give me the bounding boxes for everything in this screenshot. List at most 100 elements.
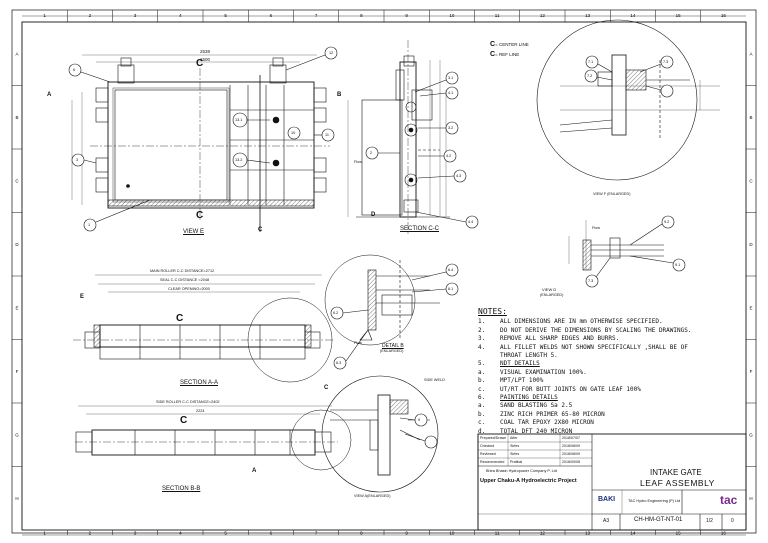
view-a-drawing xyxy=(321,375,439,493)
border-number: 6 xyxy=(270,13,273,18)
note-number: b. xyxy=(478,377,486,385)
border-number: 16 xyxy=(721,13,727,18)
border-number: 7 xyxy=(315,13,318,18)
balloon-6-4: 6.4 xyxy=(448,268,454,272)
note-number: 6. xyxy=(478,394,486,402)
border-letter: E xyxy=(749,305,752,310)
border-number: 5 xyxy=(224,531,227,536)
note-text: VISUAL EXAMINATION 100%. xyxy=(500,368,587,376)
section-cc-drawing xyxy=(347,40,450,235)
section-bb-drawing xyxy=(75,405,352,471)
centerline-mark-e-bottom: C xyxy=(196,210,204,221)
notes-block: NOTES: 1.ALL DIMENSIONS ARE IN mm OTHERW… xyxy=(478,307,691,436)
note-item: 2. DO NOT DERIVE THE DIMENSIONS BY SCALIN… xyxy=(478,327,691,335)
border-number: 11 xyxy=(495,13,500,18)
owner-name: Bhira Bhasin Hydropower Company P. Ltd xyxy=(486,469,557,473)
border-letter: F xyxy=(16,369,19,374)
note-text: UT/RT FOR BUTT JOINTS ON GATE LEAF 100% xyxy=(500,385,641,393)
border-number: 5 xyxy=(224,13,227,18)
balloon-9-2: 9.2 xyxy=(664,220,670,224)
section-aa-drawing xyxy=(73,274,335,383)
note-text: PAINTING DETAILS xyxy=(500,394,558,402)
note-text: REMOVE ALL SHARP EDGES AND BURRS. xyxy=(500,335,620,343)
border-number: 12 xyxy=(540,531,546,536)
approval-k: Checked xyxy=(480,444,495,448)
balloon-1: 1 xyxy=(88,223,91,227)
border-letter: C xyxy=(749,178,753,183)
note-number: 2. xyxy=(478,326,486,334)
legend-ref-line: C= REF LINE xyxy=(490,51,520,58)
border-number: 4 xyxy=(179,531,182,536)
border-letter: A xyxy=(749,51,752,56)
centerline-mark-aa: C xyxy=(176,313,184,324)
approval-v: Pratibal xyxy=(510,460,523,464)
note-text: NDT DETAILS xyxy=(500,360,540,368)
balloon-9-1: 9.1 xyxy=(675,263,681,267)
border-number: 15 xyxy=(676,531,682,536)
border-letter: H xyxy=(749,496,752,501)
balloon-2: 2 xyxy=(370,151,373,155)
balloon-4-2: 4.2 xyxy=(446,154,452,158)
note-number: c. xyxy=(478,385,486,393)
border-number: 2 xyxy=(89,531,92,536)
balloon-7-1: 7.1 xyxy=(588,60,594,64)
note-item: 5.NDT DETAILS xyxy=(478,360,691,368)
view-d-subtitle: (ENLARGED) xyxy=(540,293,564,297)
sheet-number: 1/2 xyxy=(706,518,713,524)
section-cc-title: SECTION C-C xyxy=(400,226,439,232)
border-letter: A xyxy=(15,51,18,56)
section-marker-a-left: A xyxy=(47,92,52,98)
sheet-size: A3 xyxy=(603,518,610,524)
logo-tac: tac xyxy=(720,493,738,507)
balloon-9: 9 xyxy=(418,418,421,422)
border-number: 9 xyxy=(405,531,408,536)
approval-d: 2018/07/07 xyxy=(562,436,580,440)
border-number: 14 xyxy=(630,531,636,536)
note-item: 1.ALL DIMENSIONS ARE IN mm OTHERWISE SPE… xyxy=(478,318,691,326)
border-number: 6 xyxy=(270,531,273,536)
note-text: THROAT LENGTH 5. xyxy=(500,352,558,360)
section-marker-b-right: B xyxy=(337,92,342,98)
border-letter: D xyxy=(749,242,753,247)
border-letter: G xyxy=(15,432,19,437)
revision: 0 xyxy=(731,518,734,524)
border-letter: G xyxy=(749,432,753,437)
view-a-balloons xyxy=(399,413,438,449)
border-letter: H xyxy=(15,496,18,501)
section-cc-balloons xyxy=(365,71,479,229)
note-item: THROAT LENGTH 5. xyxy=(478,352,691,360)
consultant-name: TAC Hydro Engineering (P) Ltd xyxy=(628,499,681,503)
note-text: DO NOT DERIVE THE DIMENSIONS BY SCALING … xyxy=(500,326,692,334)
border-number: 1 xyxy=(43,531,46,536)
border-letter: E xyxy=(15,305,18,310)
border-number: 9 xyxy=(405,13,408,18)
balloon-8-1: 8.1 xyxy=(448,287,454,291)
border-number: 4 xyxy=(179,13,182,18)
balloon-13-1: 13.1 xyxy=(235,118,243,122)
detail-b-subtitle: (ENLARGED) xyxy=(380,349,404,353)
dim-main-roller: MAIN ROLLER C-C DISTANCE=2712 xyxy=(150,269,215,273)
note-text: ALL FILLET WELDS NOT SHOWN SPECIFICALLY … xyxy=(500,343,688,351)
dim-1500: 1500 xyxy=(200,57,211,62)
view-e-drawing xyxy=(71,54,330,232)
balloon-10: 10 xyxy=(291,131,296,135)
border-number: 15 xyxy=(676,13,682,18)
note-item: d.TOTAL DFT 240 MICRON xyxy=(478,428,691,436)
note-item: b.MPT/LPT 100% xyxy=(478,377,691,385)
balloon-3-1: 3.1 xyxy=(448,76,454,80)
section-aa-title: SECTION A-A xyxy=(180,380,219,386)
detail-b-balloons xyxy=(330,263,459,370)
note-text: COAL TAR EPOXY 2X80 MICRON xyxy=(500,419,594,427)
detail-b-title: DETAIL B xyxy=(382,343,404,349)
side-weld-label: SIDE WELD xyxy=(424,378,445,382)
detail-b-drawing xyxy=(324,254,440,346)
section-marker-c-aa: C xyxy=(324,385,329,391)
border-letter: B xyxy=(15,115,18,120)
approval-k: Reviewed xyxy=(480,452,496,456)
legend-center-line: C= CENTER LINE xyxy=(490,41,529,48)
flow-label-cc: Flow xyxy=(354,160,363,164)
approval-v: Alfer xyxy=(510,436,518,440)
project-name: Upper Chaku-A Hydroelectric Project xyxy=(480,478,577,484)
balloon-7-2: 7.2 xyxy=(587,74,593,78)
view-f-title: VIEW F (ENLARGED) xyxy=(593,192,631,196)
